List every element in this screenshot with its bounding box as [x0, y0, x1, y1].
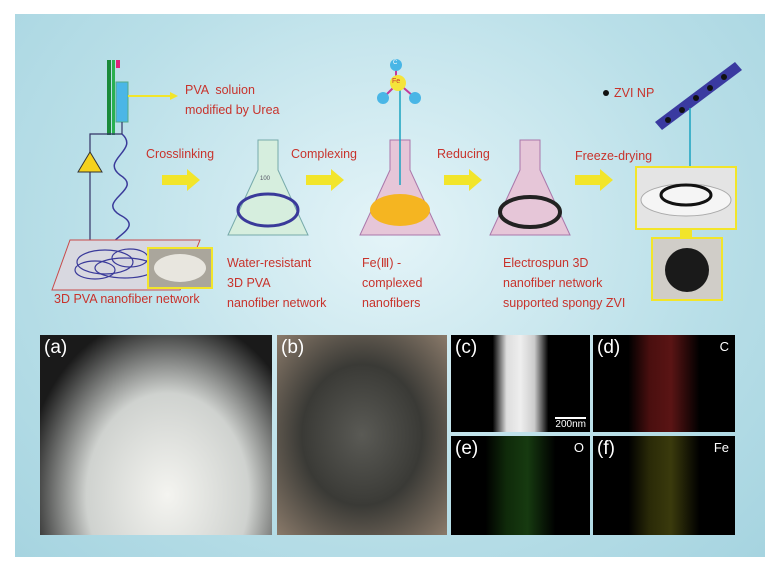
caption-fe-complexed: Fe(Ⅲ) - complexed nanofibers — [362, 256, 423, 310]
map-o: (e) O — [451, 436, 590, 535]
flask-mark: 100 — [260, 176, 271, 182]
panel-label-f: (f) — [597, 438, 615, 459]
c-atom-label: C — [393, 60, 398, 66]
flask-green — [227, 139, 309, 236]
jet-path — [109, 133, 130, 256]
pva-solution-label: PVA soluion modified by Urea — [185, 83, 280, 117]
map-c: (d) C — [593, 335, 735, 432]
flask-black — [489, 139, 571, 236]
map-fe: (f) Fe — [593, 436, 735, 535]
zvi-legend: ZVI NP — [614, 86, 655, 100]
flask-orange — [359, 80, 441, 236]
syringe-plunger — [116, 60, 120, 68]
caption-water-resistant: Water-resistant 3D PVA nanofiber network — [227, 256, 327, 310]
panel-label-d: (d) — [597, 337, 621, 358]
panel-label-b: (b) — [281, 337, 305, 358]
high-voltage-icon — [77, 151, 103, 173]
scale-bar: 200nm — [555, 417, 586, 430]
process-arrows — [162, 169, 613, 191]
zvi-dot-icon — [603, 90, 609, 96]
panel-label-a: (a) — [44, 337, 68, 358]
element-fe: Fe — [713, 440, 729, 455]
step-complexing: Complexing — [291, 147, 358, 161]
photo-b: (b) — [277, 335, 447, 535]
fe-atom-label: Fe — [392, 78, 401, 85]
element-o: O — [573, 440, 584, 455]
panel-label-e: (e) — [455, 438, 479, 459]
sem-c: (c) 200nm — [451, 335, 590, 432]
syringe-icon — [115, 81, 129, 123]
step-freeze-drying: Freeze-drying — [575, 149, 653, 163]
step-crosslinking: Crosslinking — [146, 147, 215, 161]
caption-spongy-zvi: Electrospun 3D nanofiber network support… — [503, 256, 626, 310]
photo-a: (a) — [40, 335, 272, 535]
step-reducing: Reducing — [437, 147, 490, 161]
panel-label-c: (c) — [455, 337, 478, 358]
zvi-fiber — [655, 62, 742, 130]
syringe-holder — [107, 60, 111, 135]
pointer-arrow — [170, 92, 178, 100]
fe-complex-icon — [377, 59, 421, 104]
element-c: C — [719, 339, 729, 354]
caption-pva-network: 3D PVA nanofiber network — [54, 292, 200, 306]
